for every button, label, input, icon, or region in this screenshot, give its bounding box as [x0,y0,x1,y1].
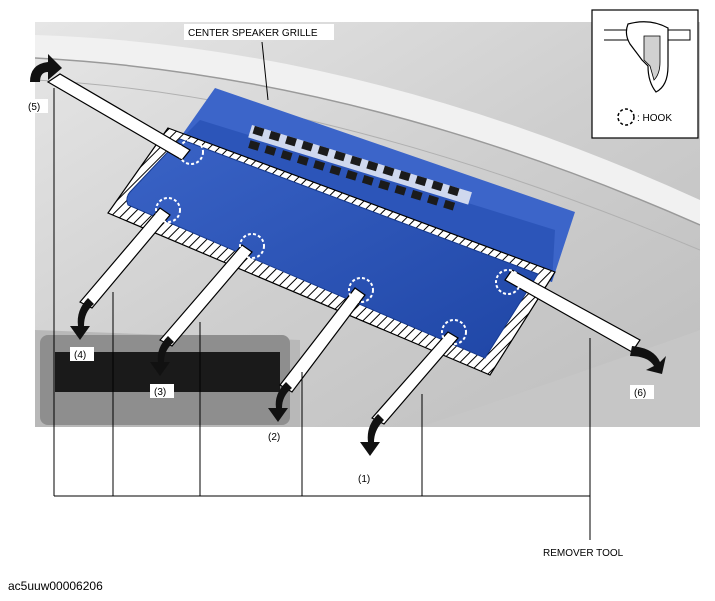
step-label-5: (5) [28,102,40,113]
step-label-6: (6) [634,388,646,399]
step-label-3: (3) [154,387,166,398]
step-label-1: (1) [358,474,370,485]
arrow-6-icon [630,346,666,374]
remover-tool-callout [53,88,591,540]
hook-symbol-icon [617,108,635,126]
hook-marker [155,197,181,223]
center-speaker-grille [107,88,575,376]
hook-legend-label: : HOOK [637,113,672,124]
grille-callout: CENTER SPEAKER GRILLE [184,24,334,101]
hook-marker [495,269,521,295]
hook-legend-inset: : HOOK [591,9,699,139]
hook-marker [239,233,265,259]
remover-tool-5 [46,73,191,161]
document-code: ac5uuw00006206 [8,579,103,593]
arrow-5-icon [30,54,62,82]
grille-callout-label: CENTER SPEAKER GRILLE [188,28,318,39]
arrow-3-icon [150,336,174,376]
remover-tool-6 [504,269,641,353]
removal-arrows [30,54,666,456]
arrow-2-icon [268,382,292,422]
arrow-4-icon [70,298,94,340]
remover-tool-label: REMOVER TOOL [543,548,624,559]
step-label-4: (4) [74,350,86,361]
step-labels: (5) (4) (3) (2) (1) (6) [24,99,654,485]
hook-marker [178,139,204,165]
hook-marker [441,319,467,345]
remover-tools [46,73,641,425]
arrow-1-icon [360,414,384,456]
hook-markers [155,139,521,345]
grille-slots [248,125,472,211]
hook-marker [348,277,374,303]
hook-clip-icon [604,21,691,93]
step-label-2: (2) [268,432,280,443]
dashboard-top-edge [35,35,700,225]
grille-panel [126,138,539,359]
